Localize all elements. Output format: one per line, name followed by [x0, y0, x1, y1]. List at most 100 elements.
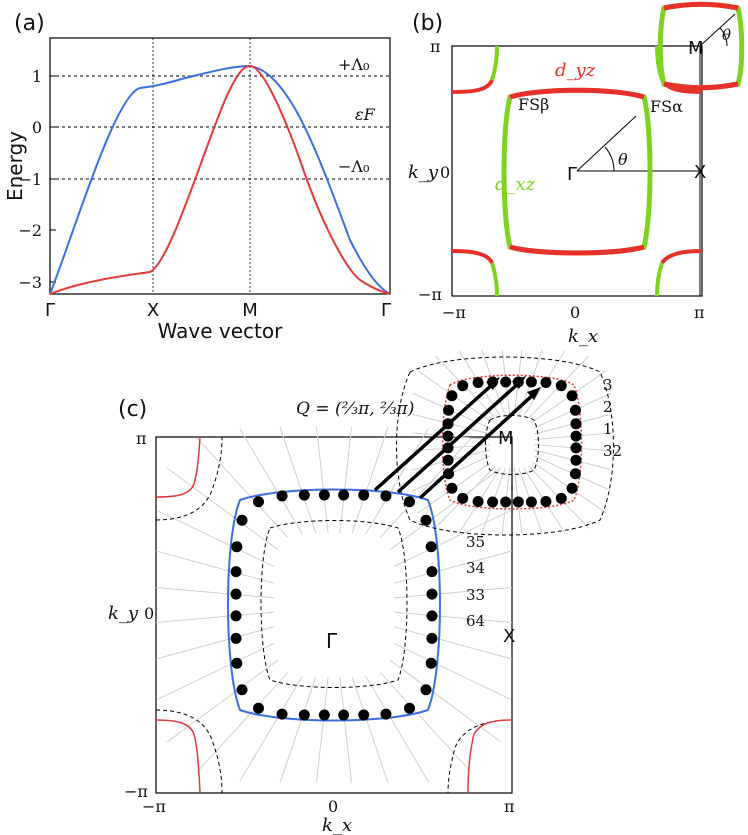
gamma-fs-point — [358, 489, 370, 501]
patch-label-32: 32 — [603, 442, 622, 460]
m-fs-point — [442, 454, 454, 466]
panel-c-ylabel: k_y — [108, 603, 139, 624]
gamma-ray — [279, 426, 317, 534]
gamma-fs-point — [358, 709, 370, 721]
m-inner-cutoff — [485, 415, 539, 475]
band-red — [49, 64, 391, 295]
ytick-m2: −2 — [18, 221, 42, 240]
gamma-fs-point — [231, 657, 243, 669]
gamma-ray — [393, 550, 513, 584]
panel-b-label: (b) — [412, 11, 443, 36]
gamma-ray — [239, 676, 303, 782]
xtick-m: M — [242, 300, 258, 321]
gamma-fs-point — [230, 588, 242, 600]
pocket-left-bottom — [451, 249, 494, 265]
panel-b-ylabel: k_y — [408, 162, 439, 183]
patch-label-2: 2 — [603, 398, 613, 416]
gamma-ray — [390, 660, 502, 743]
gamma-fs-point — [276, 490, 288, 502]
gamma-fs-point — [253, 496, 265, 508]
patch-label-34: 34 — [466, 559, 485, 577]
gamma-ray — [239, 428, 303, 534]
pocket-left-bottom-green — [490, 262, 499, 297]
panel-c-ytick-pi: π — [136, 429, 147, 448]
gamma-inner-cutoff — [260, 520, 408, 688]
fs-beta-dyz-top — [509, 87, 645, 100]
gamma-ray — [315, 426, 329, 534]
gamma-fs-point — [426, 566, 438, 578]
q-vector-label: Q = (⅔π, ⅔π) — [296, 399, 414, 419]
theta-arc — [604, 146, 615, 172]
fs-alpha-corner-tl — [155, 436, 201, 498]
label-dyz: d_yz — [555, 60, 596, 81]
gamma-fs-point — [420, 684, 432, 696]
m-fs-point — [443, 404, 455, 416]
gamma-ray — [379, 672, 472, 773]
label-x-b: X — [694, 162, 706, 183]
label-x-c: X — [503, 626, 515, 647]
gamma-fs-point — [236, 514, 248, 526]
panel-b-xtick-0: 0 — [570, 303, 580, 322]
gamma-ray — [393, 510, 511, 568]
gamma-fs-point — [403, 496, 415, 508]
gamma-ray — [393, 611, 513, 624]
gamma-ray — [351, 676, 389, 784]
q-arrowhead-1 — [486, 377, 500, 390]
gamma-fs-point — [380, 708, 392, 720]
gamma-ray — [393, 586, 513, 599]
xtick-gamma-2: Γ — [381, 300, 391, 321]
corner-cutoff-bl — [155, 709, 223, 794]
panel-a-yticks: 1 0 −1 −2 −3 — [18, 67, 56, 292]
m-fs-point — [555, 492, 567, 504]
m-fs-point — [570, 418, 582, 430]
gamma-ray — [155, 611, 275, 624]
band-blue — [49, 64, 391, 295]
patch-points — [230, 376, 582, 721]
m-fs-point — [525, 496, 537, 508]
gamma-fs-point — [426, 610, 438, 622]
panel-a: (a) 1 0 −1 −2 −3 +Λ₀ εF −Λ₀ — [3, 11, 391, 343]
panel-c-label: (c) — [118, 397, 147, 422]
gamma-ray — [157, 642, 275, 700]
gamma-ray — [339, 676, 353, 784]
panel-b-ytick-pi: π — [430, 37, 441, 56]
gamma-ray — [196, 672, 289, 773]
gamma-ray — [155, 550, 275, 584]
gamma-fs-point — [380, 490, 392, 502]
label-fs-alpha: FSα — [650, 97, 683, 116]
gamma-ray — [315, 676, 329, 784]
panel-c-xtick-pi: π — [504, 797, 515, 816]
pocket-left-top-green — [490, 45, 499, 81]
patch-label-35: 35 — [466, 533, 485, 551]
label-m-b: M — [688, 38, 704, 59]
gamma-ray — [379, 437, 472, 538]
q-arrow-1 — [373, 381, 496, 492]
gamma-ray — [166, 467, 278, 550]
gamma-fs-point — [298, 489, 310, 501]
gamma-ray — [393, 642, 511, 700]
theta-arc-m — [719, 27, 728, 47]
label-gamma-c: Γ — [326, 629, 338, 653]
gamma-ray — [390, 467, 502, 550]
theta-ray-m — [699, 13, 736, 47]
m-fs-point — [457, 380, 469, 392]
m-fs-point — [569, 404, 581, 416]
panel-b-xlabel: k_x — [568, 326, 598, 347]
gamma-fs-point — [426, 632, 438, 644]
m-fs-point — [540, 495, 552, 507]
panel-c-xlabel: k_x — [322, 815, 352, 835]
gamma-ray — [279, 676, 317, 784]
panel-c-ytick-0: 0 — [144, 604, 154, 623]
gamma-ray — [339, 426, 353, 534]
gamma-fs-point — [425, 541, 437, 553]
gamma-ray — [155, 626, 275, 660]
m-fs-point — [540, 377, 552, 389]
panel-b-frame — [451, 45, 703, 297]
gamma-ray — [365, 676, 429, 782]
level-fermi: εF — [355, 105, 376, 124]
gamma-fs-point — [298, 709, 310, 721]
panel-b-xtick-negpi: −π — [442, 303, 466, 322]
m-fs-point — [555, 380, 567, 392]
pocket-right-bottom — [660, 249, 703, 265]
label-theta-b: θ — [618, 150, 628, 169]
